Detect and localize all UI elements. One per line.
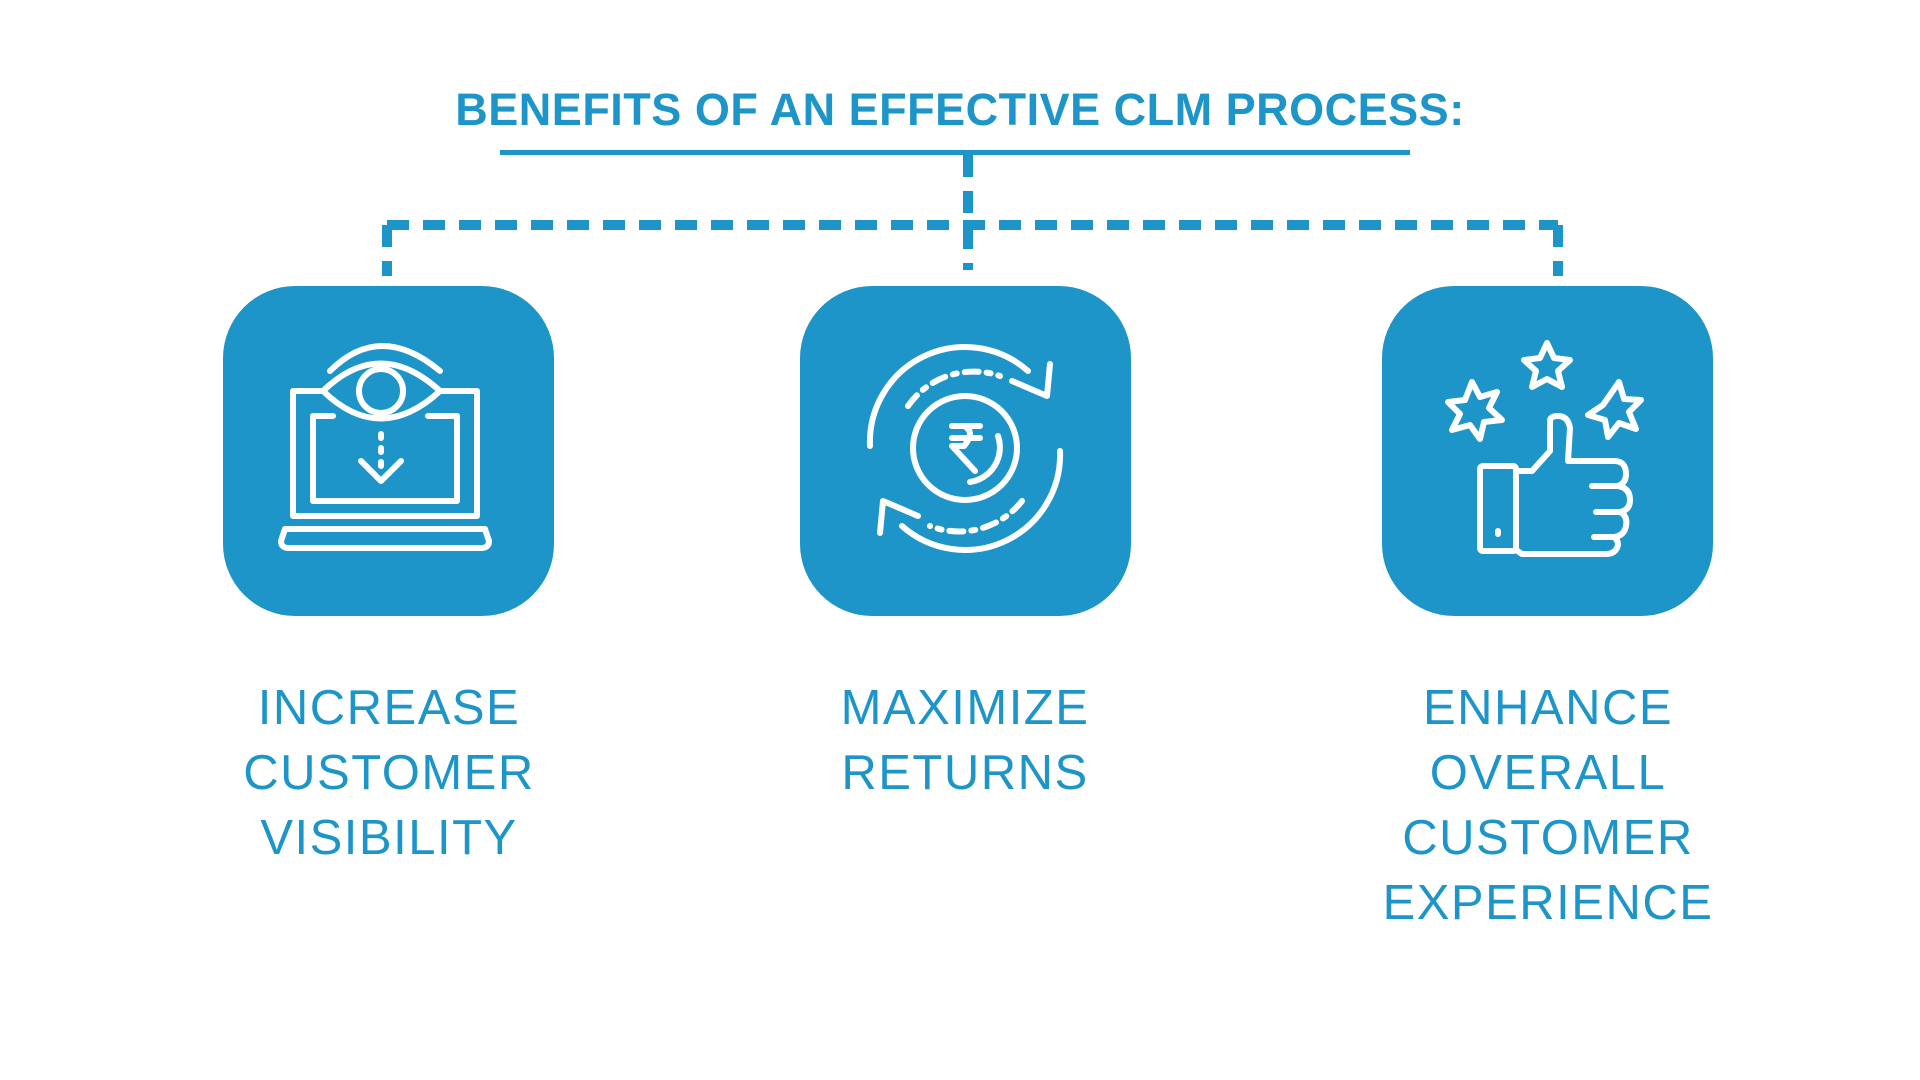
title-underline <box>500 150 1410 155</box>
card-maximize-returns <box>800 286 1131 616</box>
benefit-label-increase-visibility: INCREASE CUSTOMER VISIBILITY <box>243 681 535 865</box>
benefit-label-maximize-returns: MAXIMIZE RETURNS <box>840 681 1090 800</box>
star-right-icon <box>1585 379 1644 440</box>
star-left-icon <box>1445 379 1505 442</box>
card-enhance-experience <box>1382 286 1713 616</box>
thumbs-up-stars-icon <box>1445 340 1644 557</box>
rupee-cycle-icon <box>866 344 1064 553</box>
star-center-icon <box>1521 340 1573 390</box>
benefit-label-enhance-experience: ENHANCE OVERALL CUSTOMER EXPERIENCE <box>1382 681 1714 930</box>
card-increase-visibility <box>223 286 554 616</box>
diagram-title: BENEFITS OF AN EFFECTIVE CLM PROCESS: <box>455 84 1465 135</box>
eye-laptop-icon <box>278 343 492 551</box>
